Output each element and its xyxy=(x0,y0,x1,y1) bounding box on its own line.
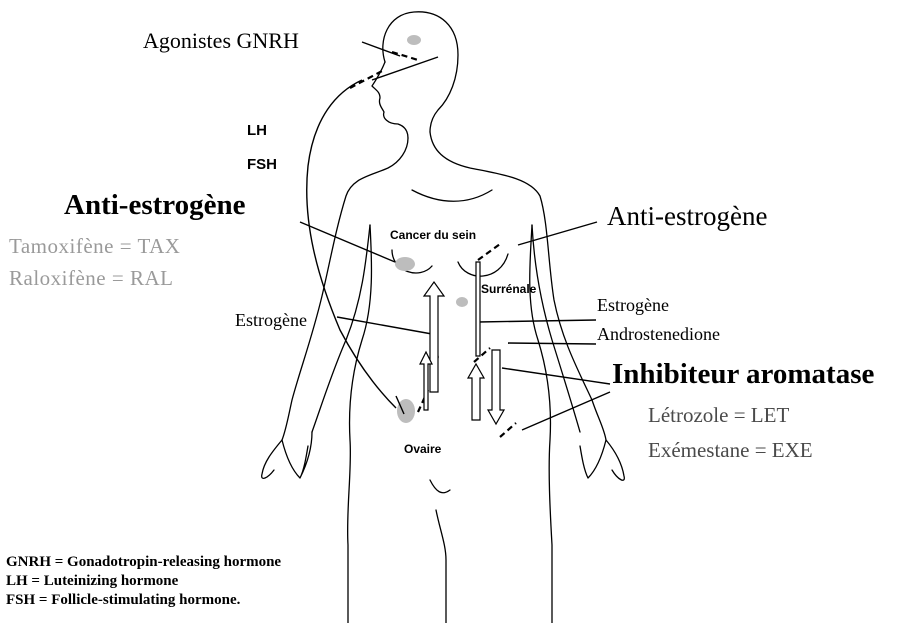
lh-block-bar xyxy=(350,70,384,88)
letrozole-label: Létrozole = LET xyxy=(648,405,789,426)
surrenale-label: Surrénale xyxy=(481,283,536,295)
breast-down-line xyxy=(476,262,480,356)
abbreviation-legend: GNRH = Gonadotropin-releasing hormone LH… xyxy=(6,553,281,610)
brain-gland xyxy=(407,35,421,45)
right-hand xyxy=(580,440,624,480)
left-inner-arm xyxy=(312,225,370,432)
agonistes-gnrh-label: Agonistes GNRH xyxy=(143,30,299,52)
ovaire-label: Ovaire xyxy=(404,443,441,455)
gnrh-pointer xyxy=(362,42,400,56)
left-ovary xyxy=(397,399,415,423)
anti-estro-right-pointer xyxy=(518,222,597,245)
left-torso-side xyxy=(348,225,372,623)
breast-block-bar xyxy=(478,244,500,260)
gnrh-block-bar xyxy=(392,52,418,60)
inhibiteur-aromatase-label: Inhibiteur aromatase xyxy=(612,360,874,389)
legend-gnrh: GNRH = Gonadotropin-releasing hormone xyxy=(6,553,281,572)
androstenedione-label: Androstenedione xyxy=(597,325,720,343)
left-shoulder-outline xyxy=(282,138,408,440)
adrenal-up-arrow xyxy=(468,364,484,420)
anti-estrogene-right-label: Anti-estrogène xyxy=(607,203,767,230)
legend-lh: LH = Luteinizing hormone xyxy=(6,572,281,591)
cancer-du-sein-label: Cancer du sein xyxy=(390,229,476,241)
estrogene-right-pointer xyxy=(478,320,596,322)
fsh-label: FSH xyxy=(247,157,277,172)
androstenedione-pointer xyxy=(508,343,596,344)
inhibiteur-pointer-1 xyxy=(502,368,610,384)
inhibiteur-pointer-2 xyxy=(522,392,610,430)
right-inner-arm xyxy=(532,225,580,432)
anti-estrogene-left-label: Anti-estrogène xyxy=(64,191,245,220)
exemestane-label: Exémestane = EXE xyxy=(648,440,813,461)
estrogene-left-label: Estrogène xyxy=(235,311,307,329)
adrenal-gland xyxy=(456,297,468,307)
lh-label: LH xyxy=(247,123,267,138)
estrogene-right-label: Estrogène xyxy=(597,296,669,314)
body-silhouette xyxy=(262,12,625,623)
raloxifene-label: Raloxifène = RAL xyxy=(9,268,173,289)
leg-divider xyxy=(436,510,446,623)
legend-fsh: FSH = Follicle-stimulating hormone. xyxy=(6,591,281,610)
anti-estro-left-pointer xyxy=(300,222,395,262)
left-hand xyxy=(262,432,312,478)
adrenal-low-block-bar xyxy=(500,423,516,437)
left-breast-tumor xyxy=(395,257,415,271)
adrenal-down-arrow xyxy=(488,350,504,424)
tamoxifene-label: Tamoxifène = TAX xyxy=(9,236,180,257)
pelvis-line xyxy=(430,480,450,493)
chest-line xyxy=(412,190,492,201)
